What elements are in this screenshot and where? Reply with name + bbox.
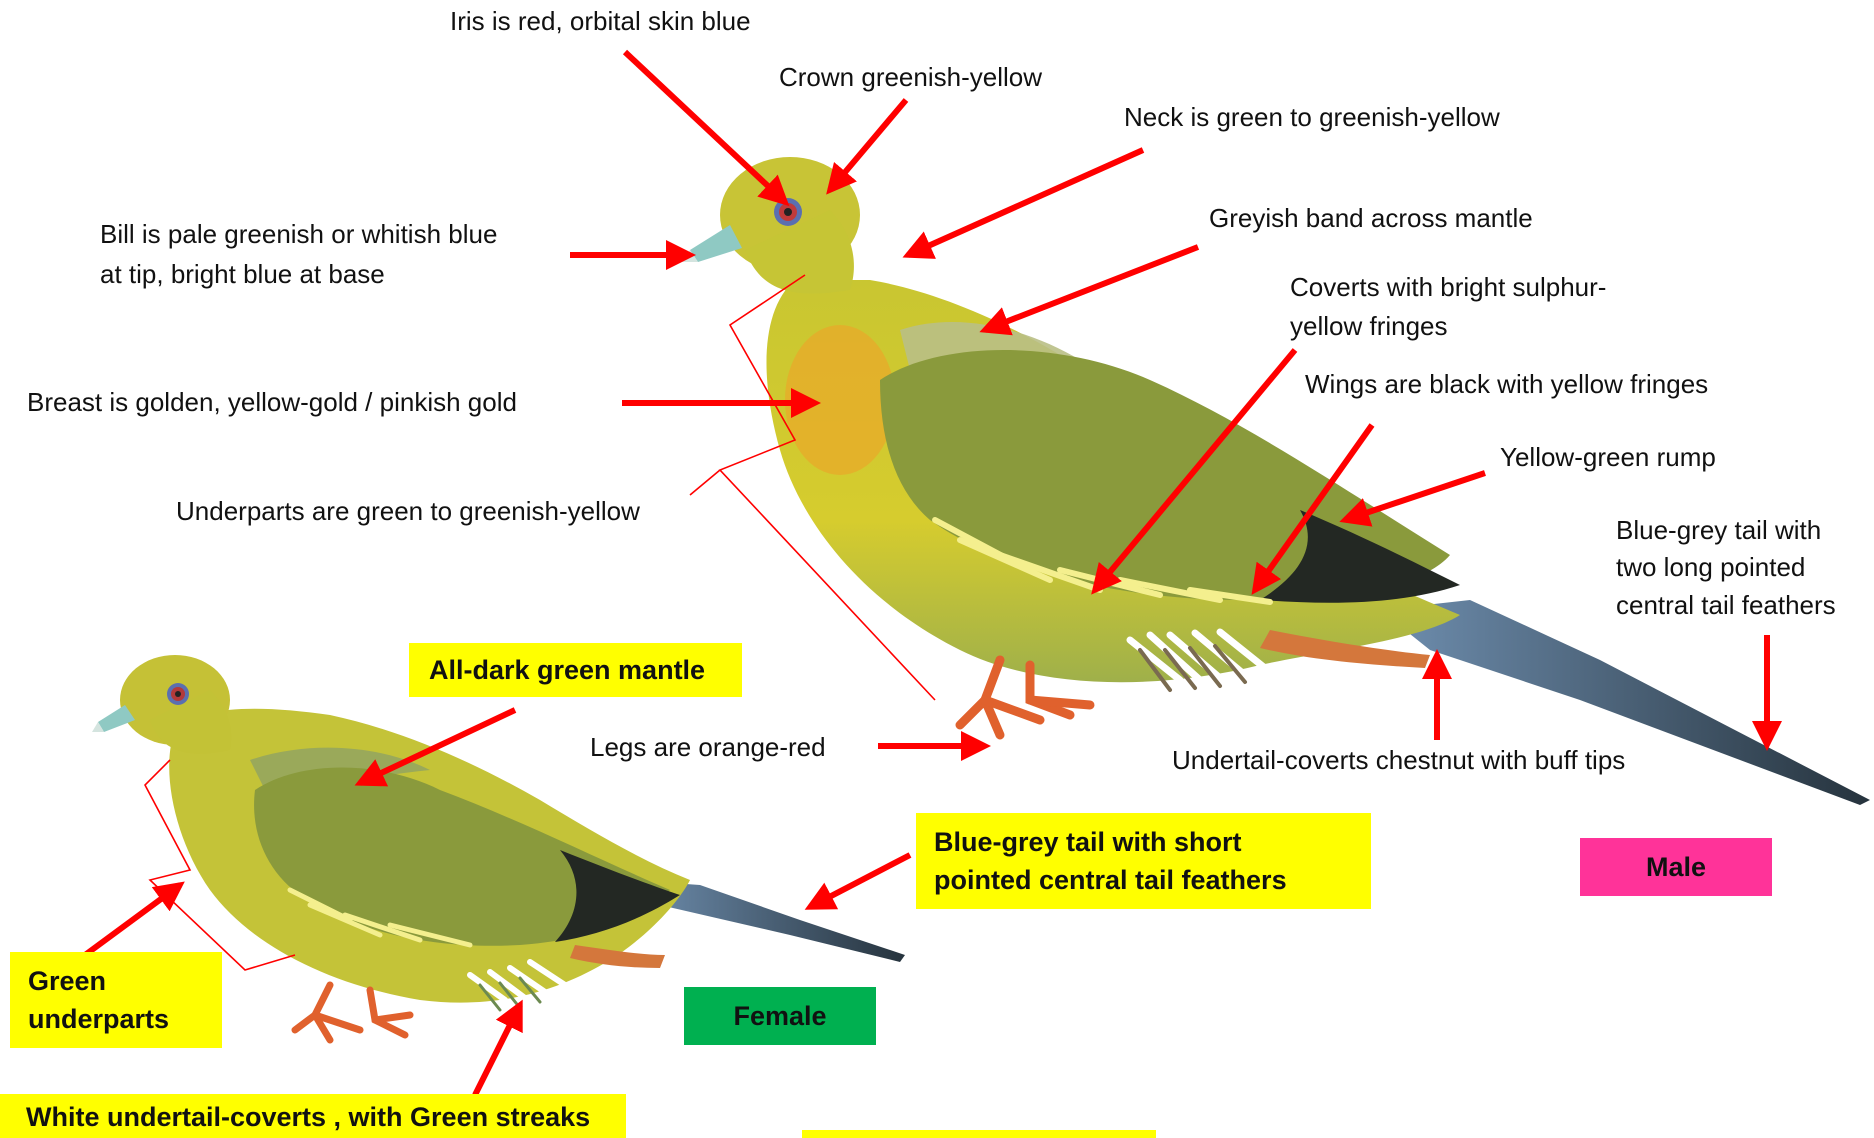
box-green-underparts-line1: Green bbox=[28, 962, 222, 1000]
label-underparts: Underparts are green to greenish-yellow bbox=[176, 492, 640, 530]
label-wings: Wings are black with yellow fringes bbox=[1305, 365, 1708, 403]
label-legs: Legs are orange-red bbox=[590, 728, 826, 766]
box-green-underparts-line2: underparts bbox=[28, 1000, 222, 1038]
box-bottom-strip bbox=[802, 1130, 1156, 1138]
label-tail-male-line3: central tail feathers bbox=[1616, 586, 1836, 624]
arrow-crown bbox=[830, 100, 906, 190]
arrow-iris bbox=[625, 52, 785, 202]
label-breast: Breast is golden, yellow-gold / pinkish … bbox=[27, 383, 517, 421]
arrow-tail-female bbox=[810, 855, 910, 907]
label-tail-male-line1: Blue-grey tail with bbox=[1616, 511, 1821, 549]
label-tail-male-line2: two long pointed bbox=[1616, 548, 1805, 586]
male-underparts-bracket-leader bbox=[690, 470, 720, 495]
male-bird-illustration bbox=[682, 157, 1870, 805]
box-tail-female-line2: pointed central tail feathers bbox=[934, 861, 1371, 899]
box-all-dark-mantle: All-dark green mantle bbox=[409, 643, 742, 697]
label-coverts-line1: Coverts with bright sulphur- bbox=[1290, 268, 1606, 306]
label-greyish-band: Greyish band across mantle bbox=[1209, 199, 1533, 237]
arrow-greyish-band bbox=[985, 247, 1198, 330]
badge-female: Female bbox=[684, 987, 876, 1045]
label-bill-line1: Bill is pale greenish or whitish blue bbox=[100, 215, 497, 253]
label-coverts-line2: yellow fringes bbox=[1290, 307, 1448, 345]
box-white-undertail: White undertail-coverts , with Green str… bbox=[0, 1094, 626, 1138]
arrow-neck bbox=[908, 150, 1143, 255]
label-undertail-male: Undertail-coverts chestnut with buff tip… bbox=[1172, 741, 1625, 779]
arrow-rump bbox=[1345, 473, 1485, 520]
box-tail-female-line1: Blue-grey tail with short bbox=[934, 823, 1371, 861]
arrow-green-underparts bbox=[85, 885, 180, 955]
arrow-white-undertail bbox=[475, 1005, 520, 1095]
label-neck: Neck is green to greenish-yellow bbox=[1124, 98, 1500, 136]
box-tail-female: Blue-grey tail with short pointed centra… bbox=[916, 813, 1371, 909]
label-iris: Iris is red, orbital skin blue bbox=[450, 2, 751, 40]
label-crown: Crown greenish-yellow bbox=[779, 58, 1042, 96]
label-rump: Yellow-green rump bbox=[1500, 438, 1716, 476]
label-bill-line2: at tip, bright blue at base bbox=[100, 255, 385, 293]
box-green-underparts: Green underparts bbox=[10, 952, 222, 1048]
badge-male: Male bbox=[1580, 838, 1772, 896]
